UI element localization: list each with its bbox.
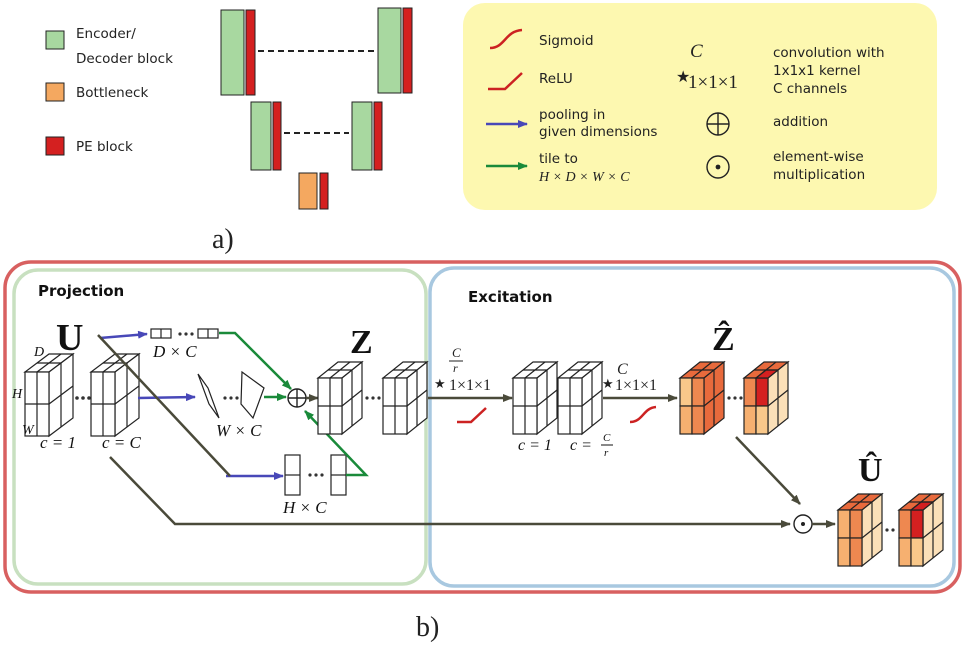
figure-b-label: b): [416, 612, 439, 643]
relu-label: ReLU: [539, 71, 573, 87]
legend-swatch-bottleneck: [45, 82, 65, 102]
addition-node-icon: [287, 388, 307, 408]
c-one-b-label: c = 1: [518, 437, 552, 454]
figure-a: Encoder/ Decoder block Bottleneck PE blo…: [45, 7, 413, 255]
exc-cube-2: [556, 360, 604, 436]
addition-label: addition: [773, 114, 828, 130]
elementwise-label-2: multiplication: [773, 167, 865, 183]
dots-Zhat: [727, 396, 743, 400]
symbol-legend: Sigmoid ReLU pooling in given dimensions…: [463, 3, 937, 210]
projection-title: Projection: [38, 282, 124, 300]
pool-arrow-D: [99, 330, 148, 340]
excitation-frame: [428, 266, 956, 588]
conv-sup: C: [690, 41, 703, 62]
conv1-star-icon: ★: [434, 376, 446, 391]
U-to-H-line: [97, 334, 231, 477]
U-hat-cube-1: [836, 492, 884, 568]
pool-arrow-W: [137, 393, 196, 402]
tile-label-2: H × D × W × C: [538, 170, 630, 185]
dim-H-label: H: [11, 387, 23, 402]
unet-architecture: [220, 7, 413, 210]
Z-cube-2: [381, 360, 429, 436]
Z-hat-cube-1: [678, 360, 726, 436]
exc-cube-1: [511, 360, 559, 436]
dots-H: [308, 473, 324, 477]
pooled-H-column: [284, 454, 347, 496]
c-one-label: c = 1: [40, 433, 76, 452]
Z-hat-label: Ẑ: [712, 320, 735, 358]
dots-Z: [365, 396, 381, 400]
dots-Uhat: [885, 528, 895, 532]
U-hat-label: Û: [858, 451, 883, 489]
conv1-den: r: [453, 361, 458, 375]
legend-decoder-label: Decoder block: [76, 51, 173, 67]
conv-label-2: 1x1x1 kernel: [773, 63, 861, 79]
legend-swatch-pe: [45, 136, 65, 156]
multiply-node-icon: [793, 514, 813, 534]
relu-icon-b: [457, 407, 487, 424]
Z-hat-cube-2: [742, 360, 790, 436]
sigmoid-label: Sigmoid: [539, 33, 594, 49]
outer-frame: [3, 260, 962, 594]
c-C-label: c = C: [102, 433, 142, 452]
W-x-C-label: W × C: [216, 421, 262, 440]
excitation-title: Excitation: [468, 288, 553, 306]
dots-D: [178, 332, 194, 336]
pooling-label-2: given dimensions: [539, 124, 657, 140]
projection-frame: [12, 268, 428, 586]
conv2-star-icon: ★: [602, 376, 614, 391]
dim-W-label: W: [22, 423, 35, 438]
conv-label-3: C channels: [773, 81, 847, 97]
conv-label-1: convolution with: [773, 45, 885, 61]
elementwise-label-1: element-wise: [773, 149, 864, 165]
pooled-D-vector: [150, 328, 219, 339]
pooling-label-1: pooling in: [539, 107, 605, 123]
addition-icon: [706, 112, 730, 136]
conv-sub: 1×1×1: [688, 72, 738, 93]
dots: [75, 396, 91, 400]
sigmoid-icon: [489, 28, 523, 50]
tile-label-1: tile to: [539, 151, 578, 167]
legend-swatch-encoder: [45, 30, 65, 50]
U-label: U: [56, 317, 83, 359]
pooled-W-plane: [197, 370, 265, 420]
H-x-C-label: H × C: [282, 498, 327, 517]
relu-icon: [488, 72, 523, 91]
legend-bottleneck-label: Bottleneck: [76, 85, 148, 101]
figure-b: Projection Excitation U D H W c = 1: [3, 260, 962, 643]
U-cube-c1: [23, 352, 75, 438]
D-x-C-label: D × C: [152, 342, 197, 361]
Z-cube-1: [316, 360, 364, 436]
c-Cr-num: C: [603, 432, 611, 444]
tile-arrow-D: [219, 331, 292, 390]
c-Cr-den: r: [604, 447, 609, 459]
Z-label: Z: [350, 324, 373, 361]
conv-star-icon: ★: [676, 69, 690, 86]
legend-pe-label: PE block: [76, 139, 133, 155]
conv2-sup: C: [617, 361, 628, 378]
U-hat-cube-2: [897, 492, 945, 568]
conv1-num: C: [452, 345, 461, 360]
sigmoid-icon-b: [629, 405, 657, 424]
conv2-sub: 1×1×1: [615, 377, 657, 394]
dots-W: [223, 396, 239, 400]
legend-encoder-label: Encoder/: [76, 26, 136, 42]
U-cube-cC: [89, 352, 141, 438]
U-skip-arrow: [109, 456, 791, 528]
elementwise-icon: [706, 155, 730, 179]
Zhat-to-mult-arrow: [735, 436, 801, 505]
conv1-sub: 1×1×1: [449, 377, 491, 394]
dim-D-label: D: [33, 345, 44, 360]
figure-a-label: a): [212, 224, 234, 255]
c-Cr-label: c =: [570, 437, 592, 454]
